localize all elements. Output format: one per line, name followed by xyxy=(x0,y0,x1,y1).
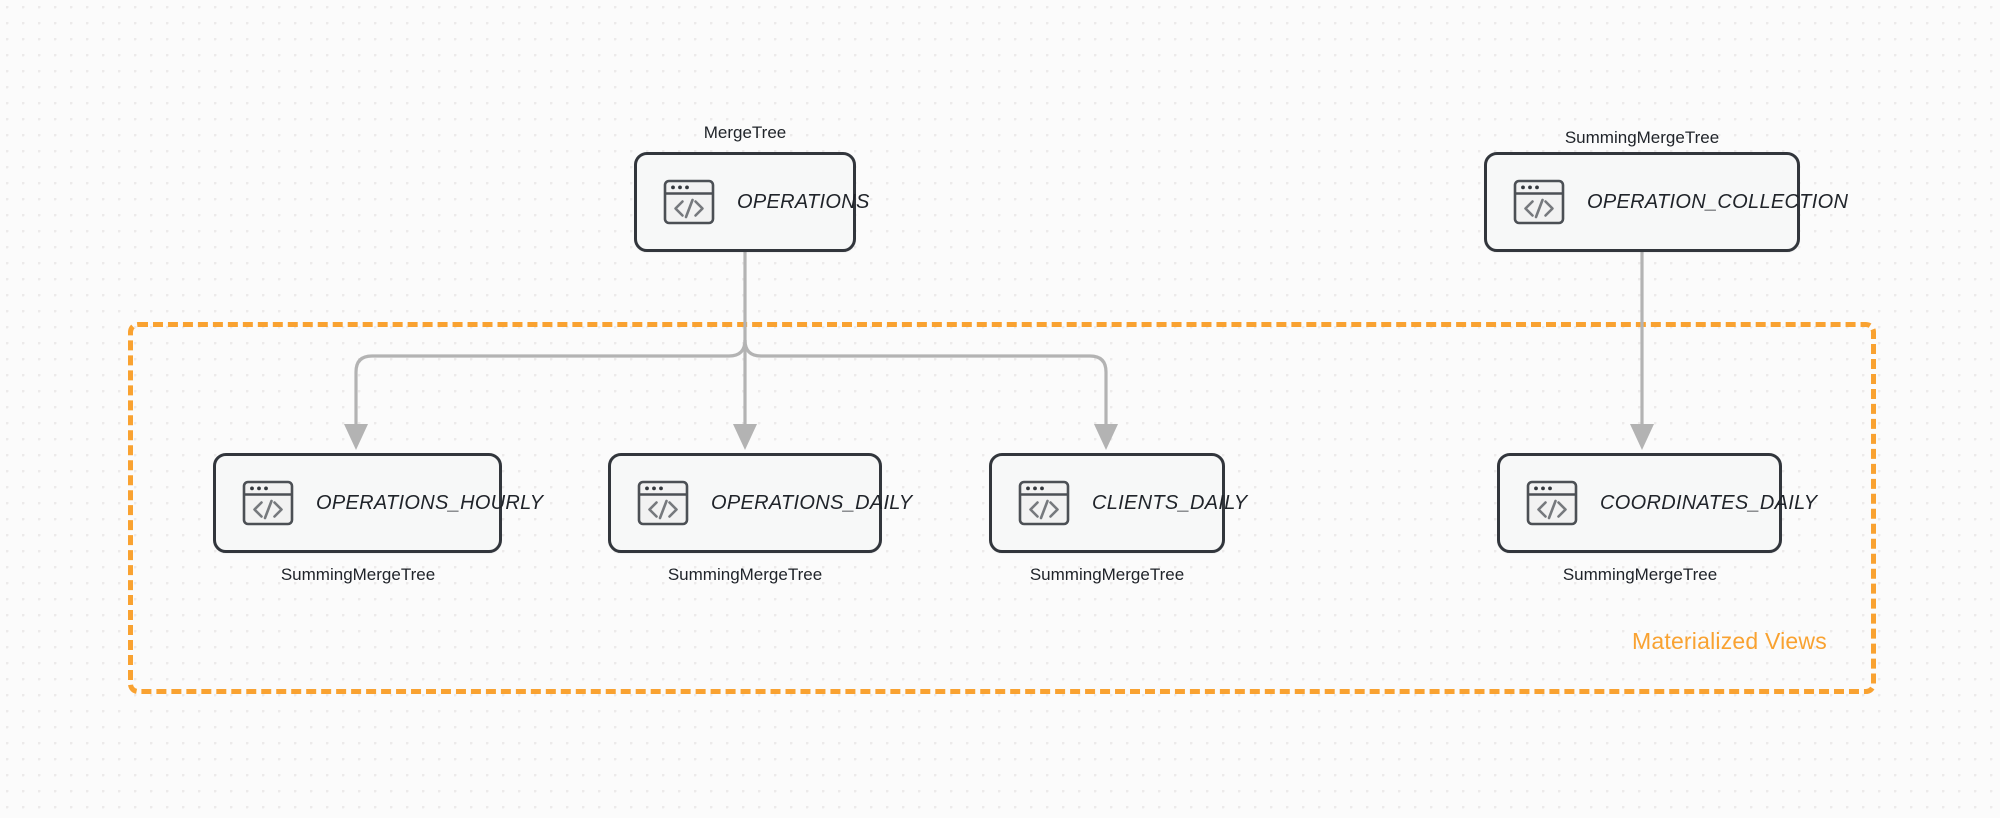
node-operations-hourly[interactable]: OPERATIONS_HOURLY xyxy=(213,453,543,553)
node-title-operations-hourly: OPERATIONS_HOURLY xyxy=(316,491,544,514)
engine-label-operations-hourly: SummingMergeTree xyxy=(280,565,436,584)
materialized-views-group xyxy=(128,322,1876,694)
materialized-views-label: Materialized Views xyxy=(1632,628,1827,654)
code-window-icon xyxy=(242,480,294,526)
engine-label-operations-daily: SummingMergeTree xyxy=(667,565,823,584)
node-title-operations-daily: OPERATIONS_DAILY xyxy=(711,491,913,514)
code-window-icon xyxy=(1018,480,1070,526)
node-operation-collection[interactable]: OPERATION_COLLECTION xyxy=(1484,152,1848,252)
code-window-icon xyxy=(1526,480,1578,526)
engine-label-clients-daily: SummingMergeTree xyxy=(1029,565,1185,584)
node-title-clients-daily: CLIENTS_DAILY xyxy=(1092,491,1248,514)
code-window-icon xyxy=(637,480,689,526)
node-clients-daily[interactable]: CLIENTS_DAILY xyxy=(989,453,1247,553)
code-window-icon xyxy=(1513,179,1565,225)
engine-label-operations: MergeTree xyxy=(703,123,787,142)
node-operations-daily[interactable]: OPERATIONS_DAILY xyxy=(608,453,912,553)
node-operations[interactable]: OPERATIONS xyxy=(634,152,869,252)
code-window-icon xyxy=(663,179,715,225)
node-title-operations: OPERATIONS xyxy=(737,190,870,213)
node-title-coordinates-daily: COORDINATES_DAILY xyxy=(1600,491,1818,514)
node-title-operation-collection: OPERATION_COLLECTION xyxy=(1587,190,1849,213)
engine-label-coordinates-daily: SummingMergeTree xyxy=(1562,565,1718,584)
node-coordinates-daily[interactable]: COORDINATES_DAILY xyxy=(1497,453,1817,553)
engine-label-operation-collection: SummingMergeTree xyxy=(1564,128,1720,147)
